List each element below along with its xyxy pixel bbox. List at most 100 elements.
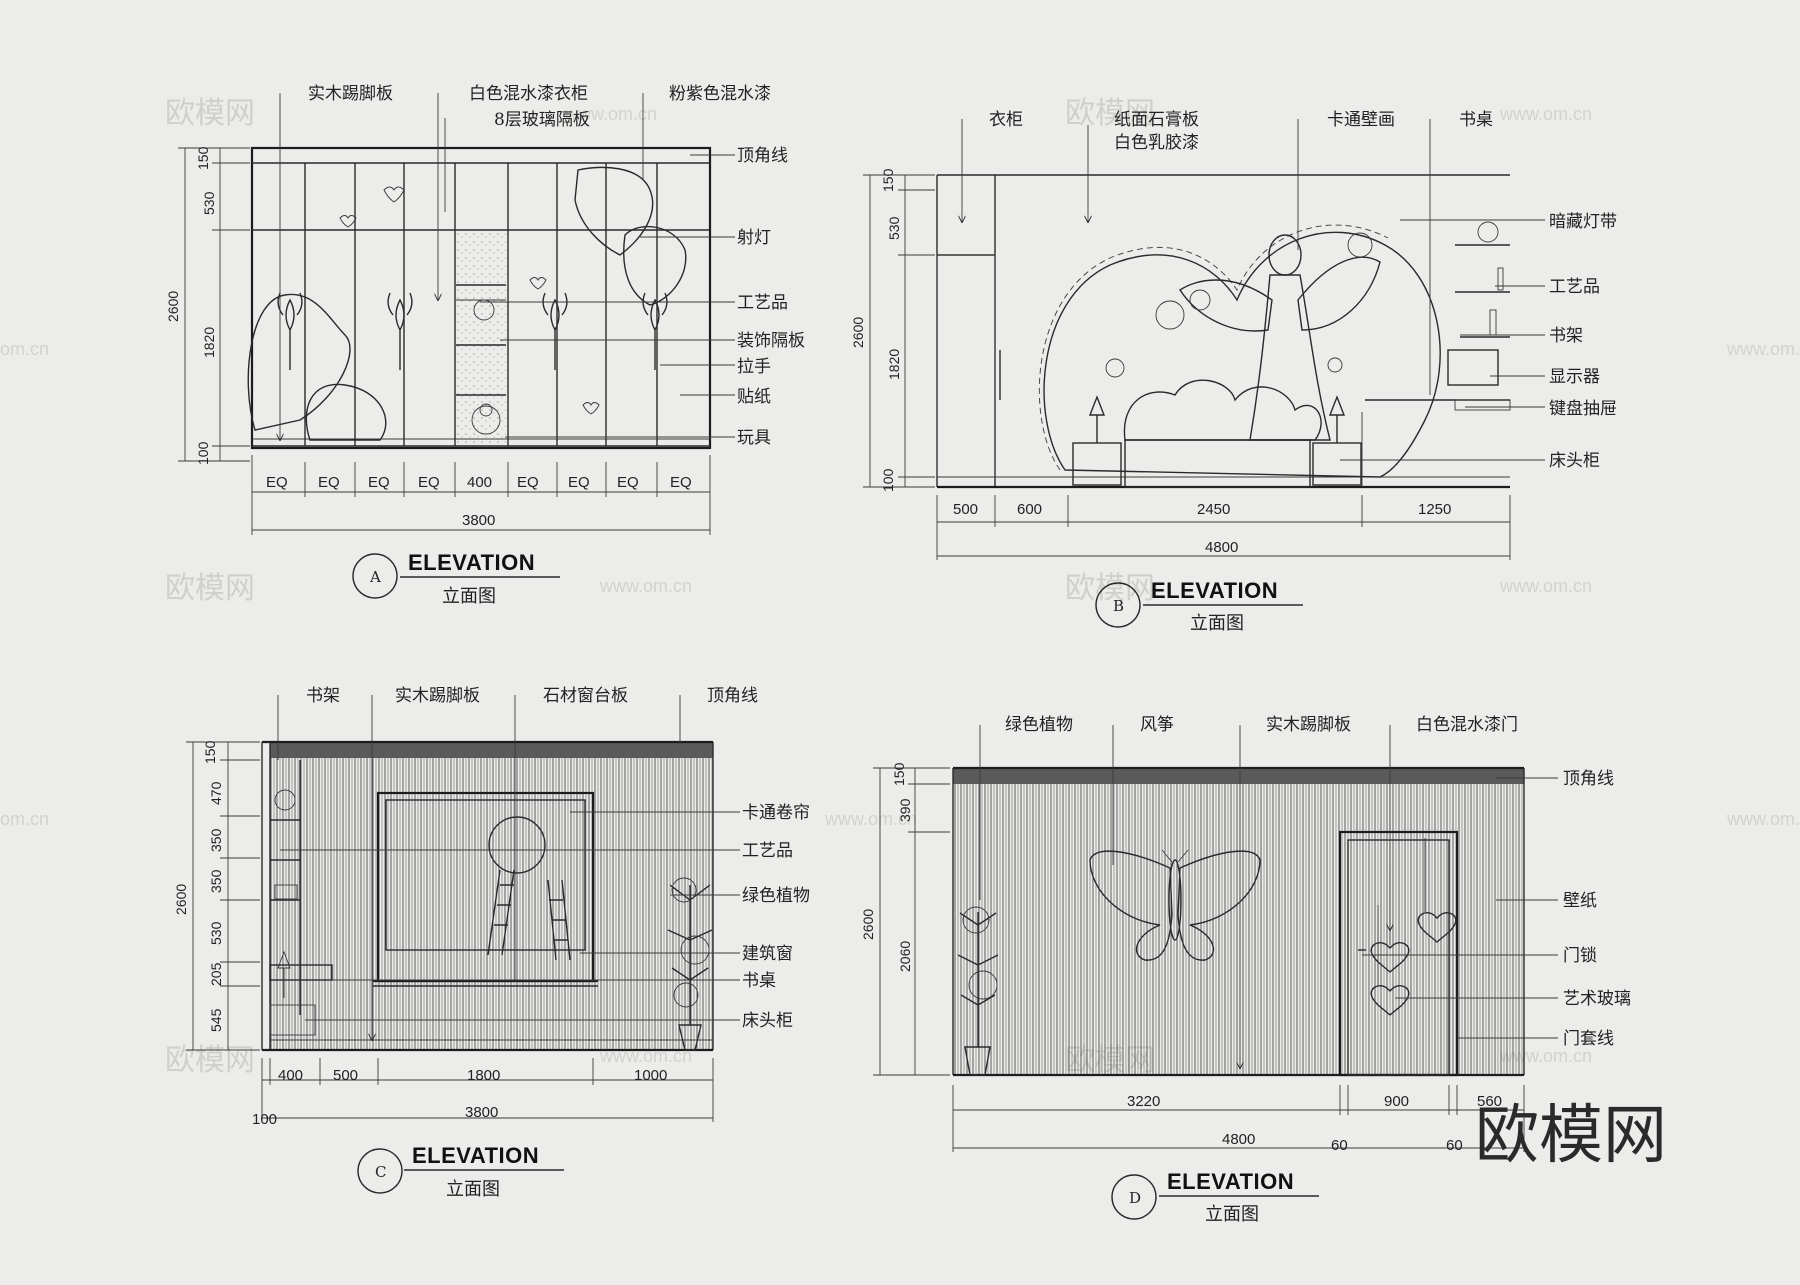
elevation-a-marker [352, 553, 398, 599]
watermark-url: www.om.cn [1499, 104, 1592, 124]
dim-b-1250: 1250 [1418, 501, 1451, 518]
dim-b-total: 4800 [1205, 539, 1238, 556]
dim-a-7: EQ [617, 474, 639, 491]
dim-c-350b: 350 [208, 869, 224, 893]
plant-ornament-icon [1477, 221, 1499, 243]
wallpaper-c [270, 742, 713, 1050]
bed [1123, 379, 1322, 488]
elevation-d-title: ELEVATION [1167, 1169, 1294, 1194]
lamp-left-icon [1088, 395, 1106, 443]
label-window: 建筑窗 [742, 944, 793, 964]
leaders-c [277, 695, 740, 1040]
label-handle: 拉手 [737, 357, 771, 377]
elevation-b-subtitle: 立面图 [1190, 613, 1244, 634]
dim-b-100: 100 [880, 468, 896, 492]
dim-a-1820: 1820 [201, 327, 217, 358]
label-desk-c: 书桌 [742, 971, 776, 991]
desk-c [269, 964, 333, 981]
wardrobe-outline [250, 146, 712, 450]
label-bookshelf-b: 书架 [1549, 326, 1583, 346]
cartoon-blind [385, 799, 586, 951]
label-monitor: 显示器 [1549, 367, 1600, 387]
heart-decals [247, 166, 687, 441]
label-plant-d: 绿色植物 [1005, 715, 1073, 735]
nightstand-left [1072, 442, 1122, 486]
dim-c-1800: 1800 [467, 1067, 500, 1084]
lamp-right-icon [1328, 395, 1346, 443]
watermark-brand: 欧模网 [1065, 96, 1155, 131]
label-plant-c: 绿色植物 [742, 886, 810, 906]
label-crown-c: 顶角线 [707, 686, 758, 706]
dim-d-3220: 3220 [1127, 1093, 1160, 1110]
elevation-c-subtitle: 立面图 [446, 1179, 500, 1200]
dim-d-60a: 60 [1331, 1137, 1348, 1154]
elevation-b-title: ELEVATION [1151, 578, 1278, 603]
label-crown-molding: 顶角线 [737, 146, 788, 166]
elevation-b: 衣柜 纸面石膏板 白色乳胶漆 卡通壁画 书桌 暗藏灯带 工艺品 书架 显示器 键… [850, 109, 1617, 634]
crown-molding-c [270, 742, 713, 758]
dim-d-height: 2600 [860, 909, 876, 940]
dims-c-bottom [261, 1058, 714, 1122]
label-blind: 卡通卷帘 [742, 803, 810, 823]
dims-a-left [178, 147, 250, 462]
keyboard-drawer [1454, 399, 1511, 411]
toy-bear-icon [471, 405, 501, 435]
watermark-brand: 欧模网 [165, 96, 255, 131]
dim-c-350a: 350 [208, 828, 224, 852]
dims-b-bottom [936, 495, 1511, 560]
dim-c-150: 150 [202, 740, 218, 764]
watermark-url: www.om.cn [1499, 576, 1592, 596]
dims-b-left [863, 174, 935, 488]
elevation-c-marker [357, 1148, 403, 1194]
label-kite: 风筝 [1140, 715, 1174, 735]
watermark-url: www.om.cn [564, 104, 657, 124]
watermark-url: www.om.cn [1726, 339, 1800, 359]
label-bookshelf-c: 书架 [306, 686, 340, 706]
ladder-right-icon [547, 879, 571, 961]
elevation-b-letter: B [1113, 597, 1124, 615]
dim-a-0: EQ [266, 474, 288, 491]
tulip-handles [277, 292, 668, 370]
label-craft-c: 工艺品 [742, 841, 793, 861]
dim-a-6: EQ [568, 474, 590, 491]
elevation-d-letter: D [1129, 1189, 1141, 1207]
dim-a-height: 2600 [165, 291, 181, 322]
dim-b-600: 600 [1017, 501, 1042, 518]
elevation-d: 绿色植物 风筝 实木踢脚板 白色混水漆门 顶角线 壁纸 门锁 艺术玻璃 门套线 … [860, 715, 1631, 1225]
watermark-url: www.om.cn [1726, 809, 1800, 829]
dim-d-2060: 2060 [897, 941, 913, 972]
monitor-icon [1447, 349, 1499, 386]
dims-a-bottom [251, 455, 711, 535]
dims-d-left [873, 767, 950, 1076]
watermark-url: www.om.cn [824, 809, 917, 829]
label-keyboard: 键盘抽屉 [1549, 399, 1617, 419]
dim-a-100: 100 [195, 441, 211, 465]
label-skirting-d: 实木踢脚板 [1266, 715, 1351, 735]
dim-c-530: 530 [208, 921, 224, 945]
watermark-brand: 欧模网 [165, 571, 255, 606]
dim-c-total: 3800 [465, 1104, 498, 1121]
label-art-glass: 艺术玻璃 [1563, 989, 1631, 1009]
label-sill: 石材窗台板 [543, 686, 628, 706]
label-latex: 白色乳胶漆 [1114, 133, 1199, 153]
label-mural: 卡通壁画 [1327, 110, 1395, 130]
dim-b-1820: 1820 [886, 349, 902, 380]
dim-c-205: 205 [208, 962, 224, 986]
dim-c-1000: 1000 [634, 1067, 667, 1084]
label-sticker: 贴纸 [737, 387, 771, 407]
elevation-d-marker [1111, 1174, 1157, 1220]
watermark-url: om.cn [0, 339, 49, 359]
ladder-left-icon [487, 869, 515, 956]
lamp-c-icon [277, 950, 291, 998]
plant-c [667, 877, 713, 1051]
dim-b-150: 150 [880, 168, 896, 192]
elevation-d-subtitle: 立面图 [1205, 1204, 1259, 1225]
leaders-d [979, 725, 1558, 1068]
label-paint: 粉紫色混水漆 [669, 84, 771, 104]
dim-a-2: EQ [368, 474, 390, 491]
leaders-b [962, 119, 1545, 461]
fairy-figure [1105, 232, 1381, 441]
wardrobe-side [936, 254, 996, 478]
label-crown-d: 顶角线 [1563, 769, 1614, 789]
